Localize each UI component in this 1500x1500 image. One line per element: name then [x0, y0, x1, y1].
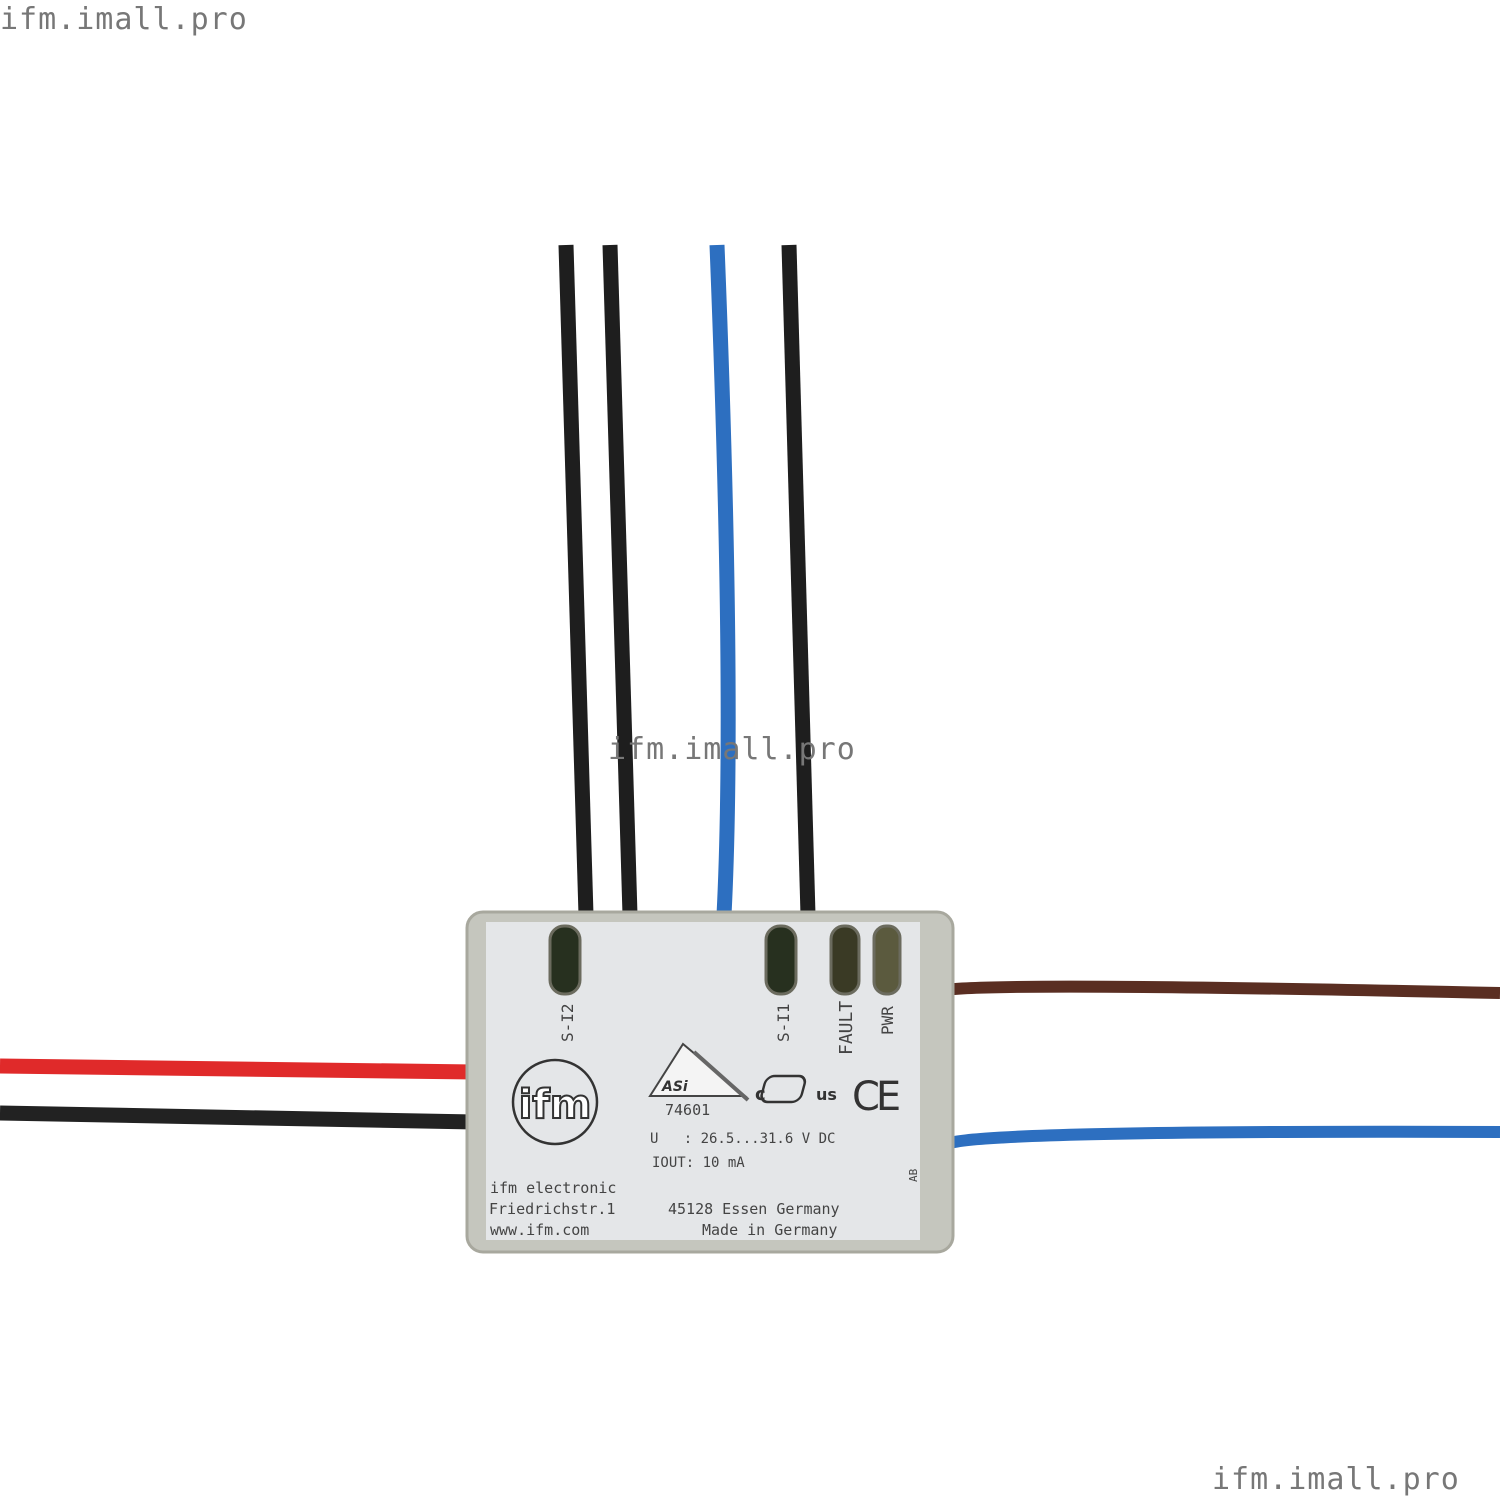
led-label-pwr: PWR: [878, 1006, 897, 1035]
led-window: [764, 924, 798, 996]
wire-black-1: [558, 244, 594, 916]
wire-black-left: [0, 1105, 476, 1130]
led-label-s-i2: S-I2: [558, 1003, 577, 1042]
svg-text:ASi: ASi: [661, 1079, 688, 1095]
led-window: [872, 924, 902, 996]
watermark: ifm.imall.pro: [0, 2, 248, 37]
ce-mark: CE: [852, 1074, 899, 1120]
svg-text:ifm: ifm: [519, 1082, 592, 1128]
wire-black-2: [602, 244, 638, 916]
wire-brown: [944, 980, 1500, 999]
led-label-s-i1: S-I1: [774, 1003, 793, 1042]
cert-code: 74601: [665, 1101, 710, 1119]
street: Friedrichstr.1: [489, 1200, 615, 1218]
led-label-fault: FAULT: [836, 1001, 857, 1055]
maker: ifm electronic: [490, 1179, 616, 1197]
revision: AB: [907, 1168, 920, 1182]
svg-text:c: c: [755, 1084, 766, 1105]
website: www.ifm.com: [490, 1221, 589, 1239]
led-window: [829, 924, 861, 996]
city: 45128 Essen Germany: [668, 1200, 840, 1218]
current-spec: IOUT: 10 mA: [652, 1155, 745, 1171]
led-window: [548, 924, 582, 996]
watermark: ifm.imall.pro: [1212, 1462, 1460, 1497]
voltage-spec: U : 26.5...31.6 V DC: [650, 1131, 835, 1147]
wire-blue-top: [709, 244, 736, 916]
watermark: ifm.imall.pro: [608, 732, 856, 767]
ifm-logo: ifm: [511, 1058, 599, 1146]
wire-black-3: [781, 244, 816, 916]
origin: Made in Germany: [702, 1221, 837, 1239]
wire-red: [0, 1058, 476, 1080]
wire-blue-right: [940, 1125, 1500, 1151]
asi-logo: ASi: [648, 1042, 750, 1102]
svg-text:us: us: [816, 1085, 837, 1104]
ul-mark: c us: [755, 1074, 837, 1105]
